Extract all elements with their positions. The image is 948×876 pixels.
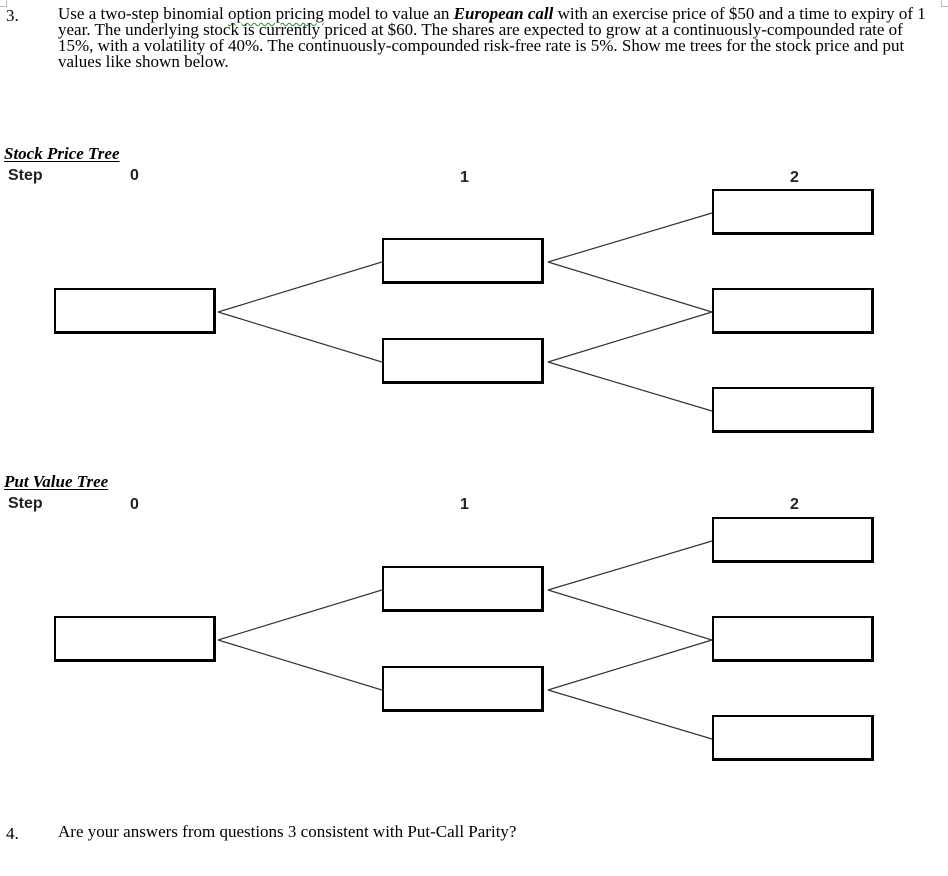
put-node-step1-up[interactable] (382, 566, 544, 612)
stock-edge-0-up (217, 261, 383, 313)
question-3-emphasis: European call (453, 4, 554, 23)
stock-node-step2-dd[interactable] (712, 387, 874, 433)
stock-tree-step-label: Step (8, 167, 43, 184)
stock-node-step2-ud[interactable] (712, 288, 874, 334)
put-node-step2-dd[interactable] (712, 715, 874, 761)
put-value-tree (0, 0, 948, 761)
question-3-text-c: with an exercise price of $50 and a time… (58, 4, 926, 71)
question-4-text: Are your answers from questions 3 consis… (58, 822, 517, 841)
put-edge-0-up (217, 589, 383, 641)
put-tree-step-1: 1 (460, 496, 469, 513)
put-node-step0[interactable] (54, 616, 216, 662)
put-edge-1d-down (547, 689, 713, 740)
stock-edge-1d-up (547, 311, 713, 363)
put-tree-title: Put Value Tree (4, 472, 109, 491)
put-tree-step-0: 0 (130, 496, 139, 513)
put-node-step2-ud[interactable] (712, 616, 874, 662)
stock-node-step0[interactable] (54, 288, 216, 334)
stock-node-step1-up[interactable] (382, 238, 544, 284)
put-edge-1d-up (547, 639, 713, 691)
put-tree-step-label: Step (8, 495, 43, 512)
put-tree-step-2: 2 (790, 496, 799, 513)
corner-mark-top-right (941, 0, 948, 7)
spellcheck-phrase: option pricing (227, 4, 324, 23)
put-node-step1-down[interactable] (382, 666, 544, 712)
question-3-text-b: model to value an (323, 4, 454, 23)
stock-price-tree (0, 0, 948, 433)
stock-tree-edges (217, 212, 713, 412)
question-4-number: 4. (6, 824, 19, 843)
question-3-text-a: Use a two-step binomial (58, 4, 228, 23)
put-edge-1u-up (547, 540, 713, 591)
stock-node-step2-uu[interactable] (712, 189, 874, 235)
stock-edge-0-down (217, 311, 383, 363)
put-tree-edges (217, 540, 713, 740)
stock-tree-title: Stock Price Tree (4, 144, 120, 163)
stock-edge-1u-up (547, 212, 713, 263)
stock-edge-1u-down (547, 261, 713, 313)
corner-mark-top-left (0, 0, 7, 7)
stock-tree-step-2: 2 (790, 169, 799, 186)
put-node-step2-uu[interactable] (712, 517, 874, 563)
stock-tree-step-0: 0 (130, 167, 139, 184)
stock-node-step1-down[interactable] (382, 338, 544, 384)
stock-edge-1d-down (547, 361, 713, 412)
put-edge-0-down (217, 639, 383, 691)
stock-tree-step-1: 1 (460, 169, 469, 186)
question-3-text: Use a two-step binomial option pricing m… (58, 4, 938, 71)
question-3-number: 3. (6, 6, 19, 25)
put-edge-1u-down (547, 589, 713, 641)
